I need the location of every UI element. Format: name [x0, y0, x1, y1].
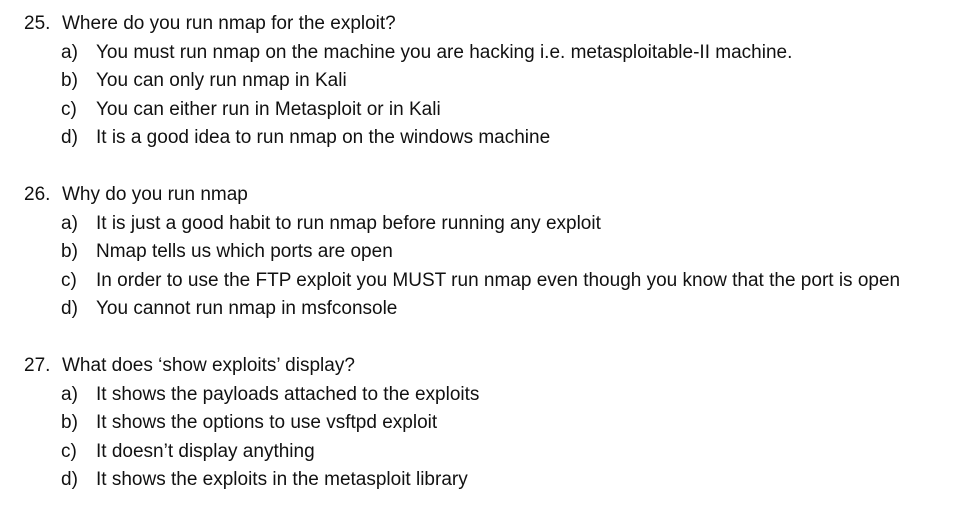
- question-27: 27. What does ‘show exploits’ display? a…: [0, 352, 970, 495]
- option-letter: c): [61, 98, 77, 120]
- option-letter: a): [61, 41, 78, 63]
- option-text: You must run nmap on the machine you are…: [96, 41, 793, 63]
- question-stem: 26. Why do you run nmap: [0, 181, 970, 210]
- question-stem: 25. Where do you run nmap for the exploi…: [0, 10, 970, 39]
- option-letter: d): [61, 298, 78, 319]
- option-c: c) It doesn’t display anything: [0, 438, 970, 467]
- question-25: 25. Where do you run nmap for the exploi…: [0, 10, 970, 153]
- option-b: b) You can only run nmap in Kali: [0, 67, 970, 96]
- option-text: It shows the options to use vsftpd explo…: [96, 412, 438, 433]
- option-d: d) You cannot run nmap in msfconsole: [0, 295, 970, 324]
- option-letter: c): [61, 269, 77, 291]
- option-letter: b): [61, 241, 78, 262]
- option-letter: d): [61, 127, 78, 148]
- option-text: You cannot run nmap in msfconsole: [96, 298, 398, 319]
- question-text: Why do you run nmap: [62, 184, 248, 205]
- option-letter: c): [61, 440, 77, 462]
- question-text: Where do you run nmap for the exploit?: [62, 13, 396, 34]
- option-c: c) You can either run in Metasploit or i…: [0, 96, 970, 125]
- question-26: 26. Why do you run nmap a) It is just a …: [0, 181, 970, 324]
- option-b: b) It shows the options to use vsftpd ex…: [0, 409, 970, 438]
- question-number: 25.: [24, 13, 51, 34]
- option-c: c) In order to use the FTP exploit you M…: [0, 267, 970, 296]
- option-letter: a): [61, 383, 78, 405]
- option-text: In order to use the FTP exploit you MUST…: [96, 269, 901, 291]
- option-a: a) It is just a good habit to run nmap b…: [0, 210, 970, 239]
- option-text: It is just a good habit to run nmap befo…: [96, 212, 601, 234]
- option-a: a) You must run nmap on the machine you …: [0, 39, 970, 68]
- option-b: b) Nmap tells us which ports are open: [0, 238, 970, 267]
- option-text: You can only run nmap in Kali: [96, 70, 347, 91]
- option-d: d) It is a good idea to run nmap on the …: [0, 124, 970, 153]
- option-text: It shows the exploits in the metasploit …: [96, 469, 468, 490]
- question-number: 27.: [24, 355, 51, 376]
- option-d: d) It shows the exploits in the metasplo…: [0, 466, 970, 495]
- option-letter: b): [61, 412, 78, 433]
- option-text: It is a good idea to run nmap on the win…: [96, 127, 551, 148]
- question-number: 26.: [24, 184, 51, 205]
- question-text: What does ‘show exploits’ display?: [62, 355, 355, 376]
- question-stem: 27. What does ‘show exploits’ display?: [0, 352, 970, 381]
- option-letter: a): [61, 212, 78, 234]
- option-letter: b): [61, 70, 78, 91]
- option-text: You can either run in Metasploit or in K…: [96, 98, 441, 120]
- option-text: It shows the payloads attached to the ex…: [96, 383, 480, 405]
- option-text: Nmap tells us which ports are open: [96, 241, 393, 262]
- option-text: It doesn’t display anything: [96, 440, 315, 462]
- option-letter: d): [61, 469, 78, 490]
- option-a: a) It shows the payloads attached to the…: [0, 381, 970, 410]
